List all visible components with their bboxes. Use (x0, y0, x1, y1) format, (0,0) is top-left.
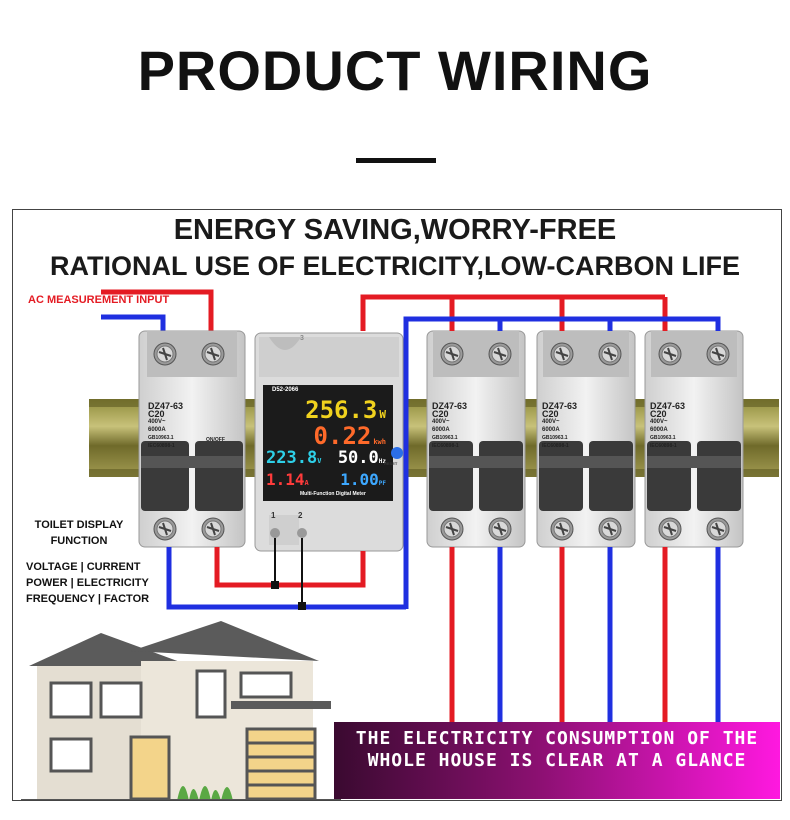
breaker-specs: 400V~ 6000A (650, 419, 668, 433)
main-breaker-label: DZ47-63 C20 400V~ 6000A GB10963.1 IEC608… (148, 402, 183, 450)
meter-live-loop (214, 547, 366, 588)
branch-breaker-2 (536, 330, 636, 548)
voltage-unit: V (317, 457, 322, 465)
ac-measurement-input-label: AC MEASUREMENT INPUT (28, 294, 170, 306)
off-label: OFF (214, 437, 225, 443)
meter-readings: 256.3 W 0.22 kwh 223.8V 50.0Hz 1.14A 1.0… (266, 396, 386, 492)
frequency-value: 50.0 (337, 448, 379, 468)
metrics-label: VOLTAGE | CURRENT POWER | ELECTRICITY FR… (26, 561, 150, 605)
breaker-specs: 400V~ 6000A (148, 419, 166, 433)
toilet-display-label: TOILET DISPLAY FUNCTION (34, 519, 124, 547)
meter-top-terminal: 3 (300, 335, 304, 342)
breaker-standards: GB10963.1 IEC60898-1 (148, 435, 175, 449)
heading-line-1: ENERGY SAVING,WORRY-FREE (173, 214, 617, 246)
voltage-value: 223.8 (266, 448, 318, 468)
page-title: PRODUCT WIRING (137, 39, 653, 102)
branch-breaker-3-label: DZ47-63 C20 400V~ 6000A GB10963.1 IEC608… (650, 402, 685, 450)
meter-terminal-1: 1 (271, 511, 276, 520)
neutral-bus-wire (403, 316, 721, 609)
breaker-rating: C20 (432, 409, 449, 419)
meter-screen (263, 385, 393, 501)
breaker-model: DZ47-63 (542, 401, 578, 411)
reset-label: RESET (384, 461, 398, 466)
meter-neutral-loop (166, 547, 406, 610)
branch-breaker-2-label: DZ47-63 C20 400V~ 6000A GB10963.1 IEC608… (542, 402, 577, 450)
branch-breaker-1 (426, 330, 526, 548)
breaker-toggle-left (141, 441, 189, 511)
banner-text: THE ELECTRICITY CONSUMPTION OF THE WHOLE… (355, 728, 759, 771)
on-label: ON (206, 437, 214, 443)
wiring-diagram-panel (12, 209, 782, 801)
breaker-rating: C20 (542, 409, 559, 419)
main-breaker-onoff: ON/OFF (206, 437, 225, 443)
power-factor-unit: PF (378, 480, 386, 487)
digital-meter (254, 332, 404, 552)
current-value: 1.14 (266, 470, 305, 489)
input-live-wire (101, 289, 214, 331)
current-unit: A (304, 479, 309, 487)
energy-unit: kwh (373, 438, 386, 446)
breaker-standards: GB10963.1 IEC60898-1 (432, 435, 459, 449)
power-unit: W (379, 408, 386, 421)
power-value: 256.3 (305, 396, 378, 424)
power-factor-value: 1.00 (340, 470, 379, 489)
breaker-rating: C20 (148, 409, 165, 419)
breaker-rating: C20 (650, 409, 667, 419)
breaker-model: DZ47-63 (650, 401, 686, 411)
breaker-specs: 400V~ 6000A (432, 419, 450, 433)
breaker-toggle-right (195, 441, 243, 511)
breaker-model: DZ47-63 (148, 401, 184, 411)
meter-model: D52-2066 (272, 387, 299, 393)
breaker-standards: GB10963.1 IEC60898-1 (542, 435, 569, 449)
breaker-model: DZ47-63 (432, 401, 468, 411)
branch-breaker-3 (644, 330, 744, 548)
energy-value: 0.22 (313, 422, 372, 450)
frequency-unit: Hz (378, 458, 386, 465)
meter-terminal-2: 2 (298, 511, 303, 520)
input-neutral-wire (101, 314, 166, 331)
breaker-specs: 400V~ 6000A (542, 419, 560, 433)
heading-line-2: RATIONAL USE OF ELECTRICITY,LOW-CARBON L… (50, 251, 740, 281)
banner-background (334, 722, 780, 799)
breaker-standards: GB10963.1 IEC60898-1 (650, 435, 677, 449)
meter-caption: Multi-Function Digital Meter (300, 491, 366, 497)
main-breaker (138, 330, 246, 548)
title-underline (356, 158, 436, 163)
wiring-diagram-svg (21, 289, 779, 800)
reset-button (391, 447, 403, 459)
house-illustration (21, 621, 341, 800)
branch-breaker-1-label: DZ47-63 C20 400V~ 6000A GB10963.1 IEC608… (432, 402, 467, 450)
